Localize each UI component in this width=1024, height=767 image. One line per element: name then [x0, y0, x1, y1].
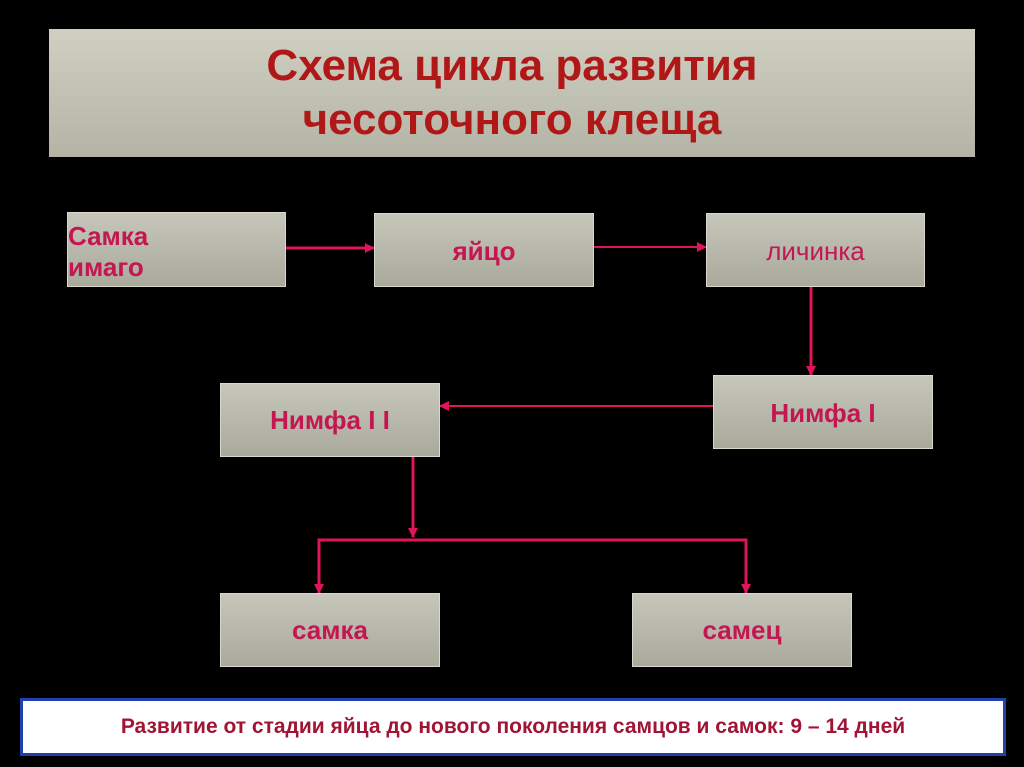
- node-larva: личинка: [706, 213, 925, 287]
- node-nymph-2: Нимфа I I: [220, 383, 440, 457]
- title-line-1: Схема цикла развития: [266, 41, 758, 90]
- footer-note: Развитие от стадии яйца до нового поколе…: [20, 698, 1006, 756]
- node-nymph-1-label: Нимфа I: [770, 398, 876, 428]
- node-male: самец: [632, 593, 852, 667]
- node-larva-label: личинка: [766, 236, 865, 266]
- node-female-label: самка: [292, 614, 368, 645]
- node-male-label: самец: [702, 614, 782, 645]
- footer-note-text: Развитие от стадии яйца до нового поколе…: [120, 715, 906, 738]
- node-egg: яйцо: [374, 213, 594, 287]
- node-nymph-1: Нимфа I: [713, 375, 933, 449]
- node-egg-label: яйцо: [452, 236, 516, 266]
- title-line-2: чесоточного клеща: [302, 95, 722, 144]
- node-nymph-2-label: Нимфа I I: [270, 404, 390, 435]
- node-female-imago-line1: Самка: [68, 220, 149, 251]
- node-female: самка: [220, 593, 440, 667]
- node-female-imago: Самка имаго: [67, 212, 286, 287]
- node-female-imago-line2: имаго: [68, 251, 144, 282]
- title-box: Схема цикла развития чесоточного клеща: [49, 29, 975, 157]
- branch-line: [317, 538, 748, 591]
